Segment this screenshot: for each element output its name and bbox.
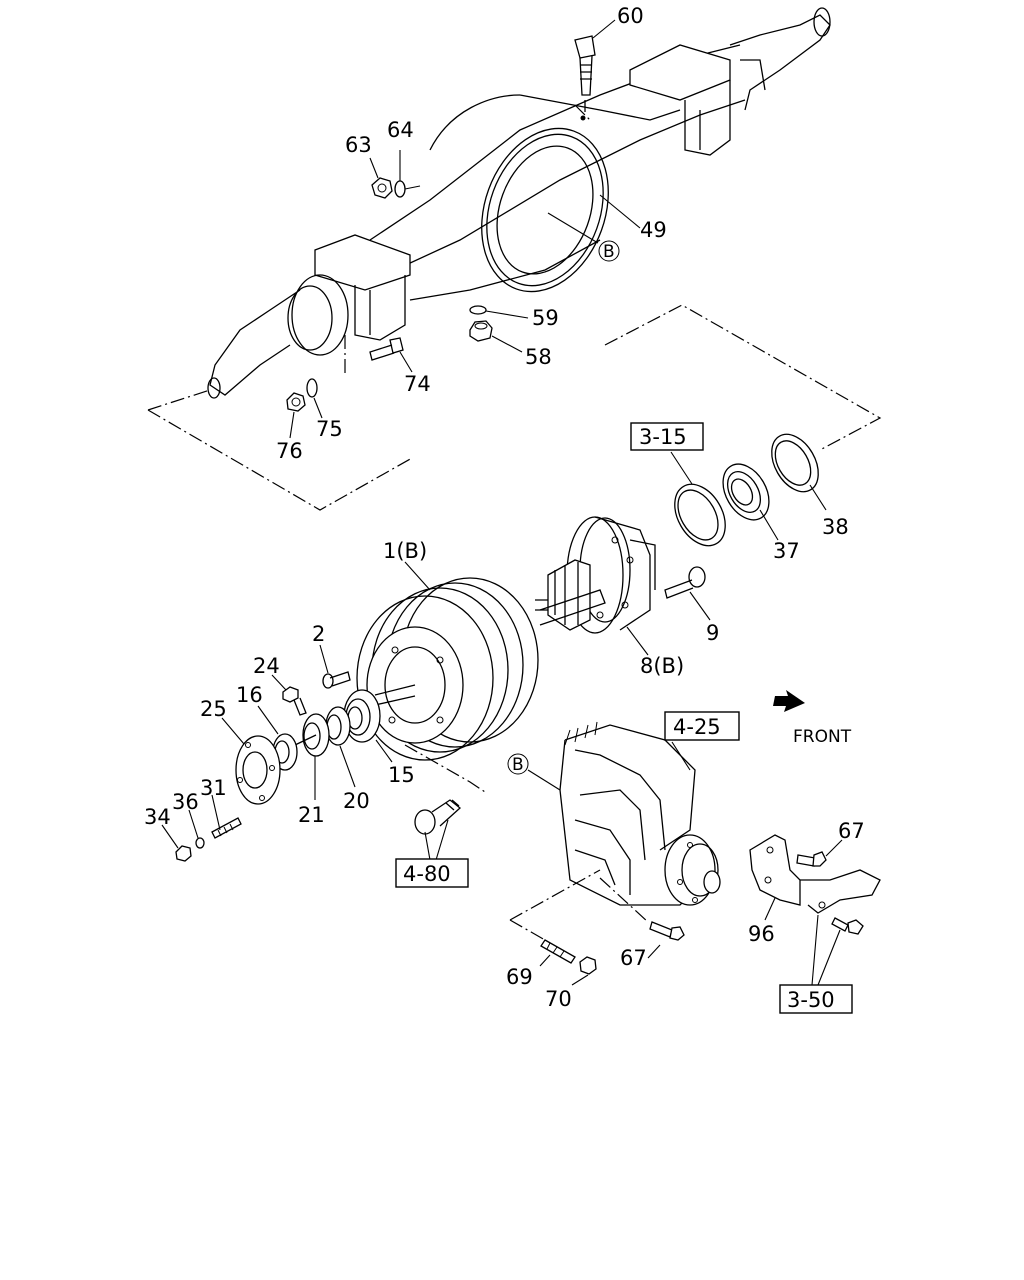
bracket-96	[749, 834, 881, 921]
ring-gear-drum	[356, 561, 606, 761]
washer-75	[306, 378, 323, 419]
ref-3-15[interactable]: 3-15	[639, 425, 687, 449]
bolt-74	[369, 337, 413, 373]
nut-63	[369, 157, 393, 199]
nut-58	[469, 320, 523, 353]
axle-housing	[147, 7, 882, 511]
front-arrow-icon	[773, 690, 805, 712]
washer-64	[394, 150, 421, 198]
callout-49: 49	[640, 218, 667, 242]
callout-64: 64	[387, 118, 414, 142]
callout-24: 24	[253, 654, 280, 678]
bolt-60	[574, 19, 616, 121]
callout-9: 9	[706, 621, 719, 645]
ref-box-3-15	[630, 422, 704, 451]
callout-70: 70	[545, 987, 572, 1011]
bolt-24	[271, 674, 307, 716]
callout-37: 37	[773, 539, 800, 563]
circled-b-carrier: B	[512, 755, 524, 775]
plate-25	[221, 717, 281, 805]
nut-76	[286, 392, 306, 439]
ref-box-4-80	[395, 858, 469, 888]
callout-67-upper: 67	[838, 819, 865, 843]
callout-75: 75	[316, 417, 343, 441]
front-label: FRONT	[793, 727, 852, 747]
bearing-cup-38	[771, 433, 827, 511]
leader-b1	[547, 212, 599, 244]
callout-20: 20	[343, 789, 370, 813]
circle-b-1	[598, 240, 620, 262]
stud-31	[211, 794, 242, 839]
stud-69	[509, 869, 601, 967]
bolt-67-lower	[599, 877, 685, 959]
callout-58: 58	[525, 345, 552, 369]
callout-2: 2	[312, 622, 325, 646]
flange-21	[294, 713, 330, 800]
callout-59: 59	[532, 306, 559, 330]
ref-box-4-25	[664, 711, 740, 741]
bolt-3-50	[811, 914, 864, 986]
callout-1b: 1(B)	[383, 539, 427, 563]
callout-8b: 8(B)	[640, 654, 684, 678]
ref-4-25[interactable]: 4-25	[673, 715, 721, 739]
bolt-2	[319, 644, 351, 689]
carrier-4-25	[527, 721, 721, 906]
fitting-4-80	[404, 744, 486, 861]
callout-67-lower: 67	[620, 946, 647, 970]
callout-36: 36	[172, 790, 199, 814]
bolt-9	[664, 566, 711, 621]
nut-34	[161, 824, 192, 862]
nut-70	[571, 956, 597, 986]
bolt-67-upper	[796, 839, 843, 867]
bearing-15	[343, 689, 393, 763]
ref-4-80[interactable]: 4-80	[403, 862, 451, 886]
callout-31: 31	[200, 776, 227, 800]
seal-ring-3-15	[670, 451, 726, 547]
callout-60: 60	[617, 4, 644, 28]
callout-69: 69	[506, 965, 533, 989]
callout-25: 25	[200, 697, 227, 721]
circled-b-housing: B	[603, 242, 615, 262]
callout-74: 74	[404, 372, 431, 396]
callout-63: 63	[345, 133, 372, 157]
washer-59	[469, 305, 529, 319]
callout-21: 21	[298, 803, 325, 827]
callout-34: 34	[144, 805, 171, 829]
leader-49	[599, 194, 641, 229]
callout-15: 15	[388, 763, 415, 787]
callout-96: 96	[748, 922, 775, 946]
bearing-37	[722, 463, 779, 541]
circle-b-2	[507, 753, 529, 775]
washer-36	[188, 809, 205, 849]
ref-3-50[interactable]: 3-50	[787, 988, 835, 1012]
callout-76: 76	[276, 439, 303, 463]
ref-box-3-50	[779, 984, 853, 1014]
differential-case	[535, 516, 656, 656]
callout-38: 38	[822, 515, 849, 539]
callout-16: 16	[236, 683, 263, 707]
